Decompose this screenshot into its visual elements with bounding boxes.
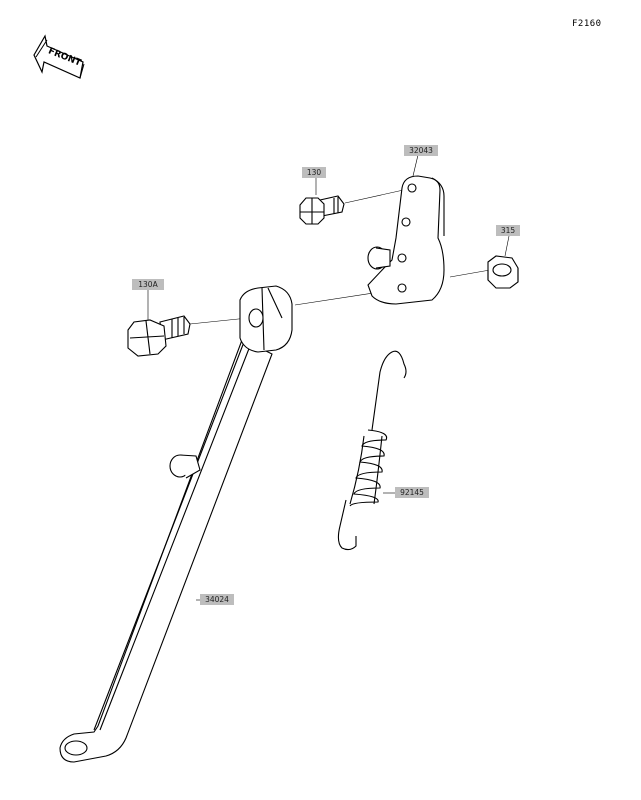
callout-tag-34024: 34024 xyxy=(200,594,234,605)
callout-tag-130: 130 xyxy=(302,167,326,178)
callout-tag-130a: 130A xyxy=(132,279,164,290)
side-stand-34024 xyxy=(59,285,293,763)
callout-tag-32043: 32043 xyxy=(404,145,438,156)
bracket-32043 xyxy=(367,175,445,305)
bolt-130a xyxy=(127,315,191,357)
figure-code: F2160 xyxy=(572,19,602,29)
bolt-130 xyxy=(299,195,345,225)
nut-315 xyxy=(487,255,519,289)
spring-92145 xyxy=(337,350,407,551)
callout-tag-315: 315 xyxy=(496,225,520,236)
front-arrow-icon: FRONT xyxy=(33,34,85,79)
callout-tag-92145: 92145 xyxy=(395,487,429,498)
